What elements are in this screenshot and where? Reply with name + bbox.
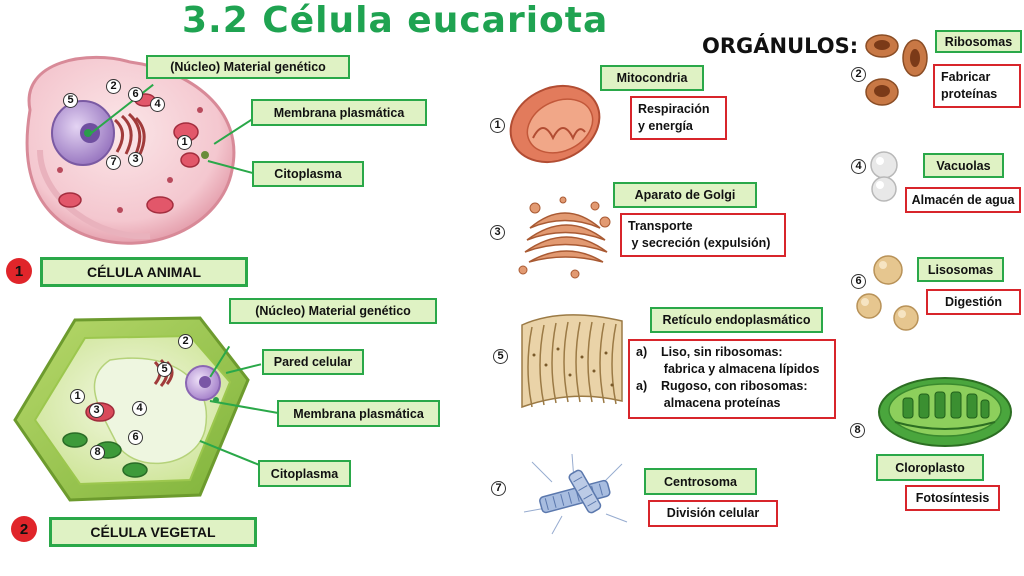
centrosome-function: División celular [648,500,778,527]
mitochondria-name: Mitocondria [600,65,704,91]
organelle-number: 6 [851,274,866,289]
lysosomes-illustration [856,255,919,331]
vacuoles-illustration [870,151,898,202]
animal-marker: 1 [177,135,192,150]
animal-marker: 7 [106,155,121,170]
lysosomes-name: Lisosomas [917,257,1004,282]
animal-cell-illustration [25,55,236,245]
organelles-heading: ORGÁNULOS: [702,34,859,58]
plant-marker: 8 [90,445,105,460]
page-title: 3.2 Célula eucariota [182,0,609,41]
chloroplast-illustration [878,377,1012,447]
ribosomes-name: Ribosomas [935,30,1022,53]
animal-marker: 3 [128,152,143,167]
animal-membrane-label: Membrana plasmática [251,99,427,126]
chloroplast-function: Fotosíntesis [905,485,1000,511]
animal-cell-number: 1 [6,258,32,284]
plant-nucleus-label: (Núcleo) Material genético [229,298,437,324]
animal-nucleus-label: (Núcleo) Material genético [146,55,350,79]
centrosome-name: Centrosoma [644,468,757,495]
organelle-number: 8 [850,423,865,438]
plant-marker: 1 [70,389,85,404]
organelle-number: 5 [493,349,508,364]
plant-marker: 6 [128,430,143,445]
plant-cell-illustration [13,316,250,502]
animal-marker: 5 [63,93,78,108]
ribosomes-function: Fabricar proteínas [933,64,1021,108]
golgi-illustration [518,196,611,279]
vacuoles-function: Almacén de agua [905,187,1021,213]
animal-marker: 2 [106,79,121,94]
chloroplast-name: Cloroplasto [876,454,984,481]
lysosomes-function: Digestión [926,289,1021,315]
er-function: a) Liso, sin ribosomas: fabrica y almace… [628,339,836,419]
mitochondria-function: Respiración y energía [630,96,727,140]
plant-marker: 3 [89,403,104,418]
organelle-number: 2 [851,67,866,82]
mitochondria-illustration [509,85,601,163]
animal-cytoplasm-label: Citoplasma [252,161,364,187]
plant-marker: 2 [178,334,193,349]
ribosomes-illustration [865,34,928,106]
plant-wall-label: Pared celular [262,349,364,375]
plant-cell-number: 2 [11,516,37,542]
plant-marker: 4 [132,401,147,416]
organelle-number: 4 [851,159,866,174]
organelle-number: 1 [490,118,505,133]
animal-marker: 6 [128,87,143,102]
golgi-name: Aparato de Golgi [613,182,757,208]
plant-cytoplasm-label: Citoplasma [258,460,351,487]
organelle-number: 3 [490,225,505,240]
centrosome-illustration [523,453,628,535]
vacuoles-name: Vacuolas [923,153,1004,178]
er-illustration [521,314,623,409]
plant-membrane-label: Membrana plasmática [277,400,440,427]
animal-marker: 4 [150,97,165,112]
plant-marker: 5 [157,362,172,377]
organelle-number: 7 [491,481,506,496]
golgi-function: Transporte y secreción (expulsión) [620,213,786,257]
plant-cell-name: CÉLULA VEGETAL [49,517,257,547]
animal-cell-name: CÉLULA ANIMAL [40,257,248,287]
er-name: Retículo endoplasmático [650,307,823,333]
